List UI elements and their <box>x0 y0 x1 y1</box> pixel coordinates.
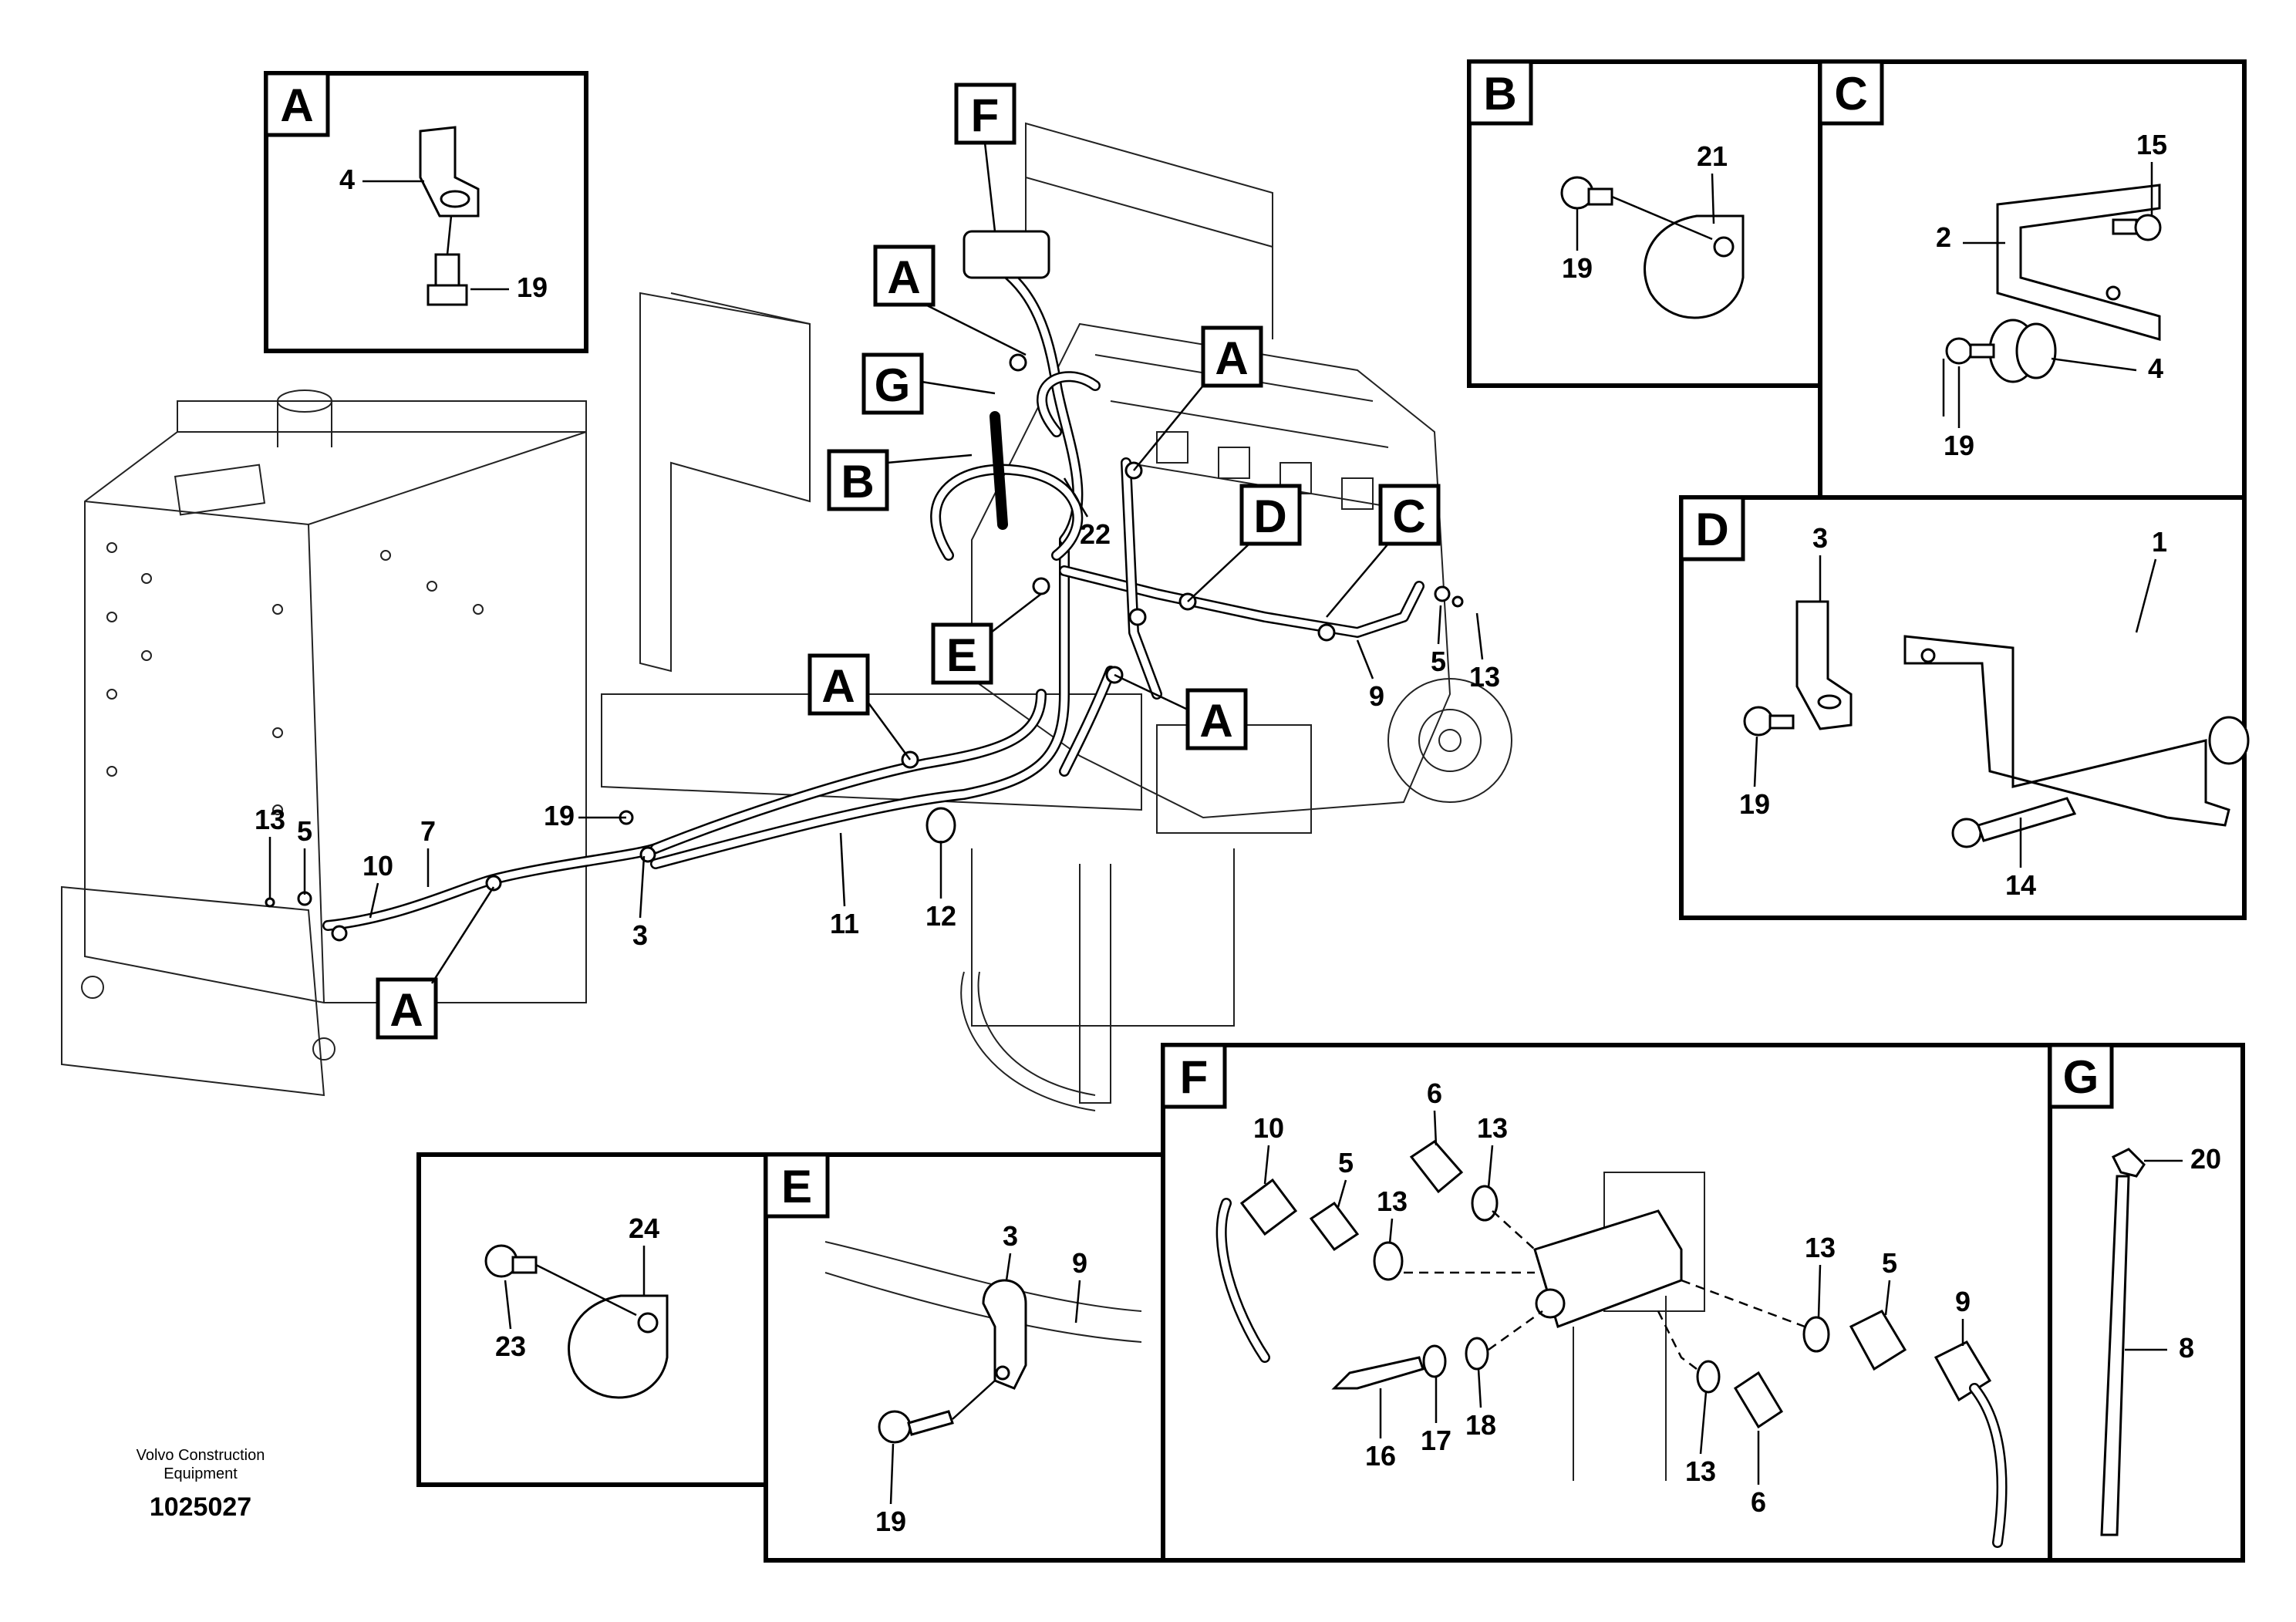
detail-panel-A: A 4 19 <box>264 71 588 353</box>
main-part-labels: 13 5 10 7 19 3 11 12 22 9 5 13 <box>255 477 1500 951</box>
detail-panel-clamp-24: 24 23 <box>416 1152 768 1487</box>
svg-text:G: G <box>875 359 911 411</box>
svg-text:13: 13 <box>1805 1232 1836 1263</box>
svg-text:19: 19 <box>517 271 548 303</box>
hydraulic-tank <box>61 389 587 1097</box>
svg-text:6: 6 <box>1751 1486 1766 1518</box>
svg-text:C: C <box>1834 68 1867 120</box>
svg-text:10: 10 <box>362 850 393 882</box>
svg-text:10: 10 <box>1253 1112 1284 1144</box>
detail-panel-B: B 21 19 <box>1467 59 1822 388</box>
detail-panel-G: G 20 8 <box>2048 1043 2245 1563</box>
callout-G-main: G <box>861 352 996 415</box>
svg-text:19: 19 <box>1944 430 1974 461</box>
callout-A-main-3: A <box>807 653 912 760</box>
svg-text:E: E <box>781 1161 812 1212</box>
svg-text:24: 24 <box>629 1212 659 1244</box>
callout-A-main-4: A <box>1114 673 1248 750</box>
svg-text:13: 13 <box>1377 1185 1408 1217</box>
svg-text:3: 3 <box>1003 1220 1018 1252</box>
svg-text:5: 5 <box>1338 1147 1354 1179</box>
svg-text:A: A <box>1199 695 1232 747</box>
svg-text:19: 19 <box>1739 788 1770 820</box>
detail-panel-D: D 3 1 19 14 <box>1679 495 2250 920</box>
callout-D-main: D <box>1187 484 1302 602</box>
svg-text:14: 14 <box>2005 869 2036 901</box>
svg-text:B: B <box>1483 68 1516 120</box>
svg-text:19: 19 <box>875 1506 906 1537</box>
svg-text:7: 7 <box>420 815 436 847</box>
svg-text:A: A <box>280 79 313 131</box>
svg-text:18: 18 <box>1465 1409 1496 1441</box>
svg-text:20: 20 <box>2190 1143 2221 1175</box>
brand-line-1: Volvo Construction <box>137 1447 265 1464</box>
svg-text:G: G <box>2063 1051 2099 1103</box>
svg-text:13: 13 <box>1469 661 1500 693</box>
engine <box>971 322 1512 834</box>
svg-text:15: 15 <box>2136 129 2167 160</box>
svg-text:6: 6 <box>1427 1077 1442 1109</box>
callout-B-main: B <box>827 449 973 511</box>
svg-text:9: 9 <box>1369 680 1384 712</box>
svg-text:13: 13 <box>255 804 285 835</box>
svg-text:A: A <box>389 984 423 1036</box>
svg-text:13: 13 <box>1477 1112 1508 1144</box>
detail-panel-E: E 3 9 19 <box>764 1152 1165 1563</box>
svg-text:D: D <box>1695 504 1728 555</box>
svg-text:F: F <box>971 89 1000 141</box>
machine-frame <box>601 122 1273 1111</box>
svg-text:22: 22 <box>1080 518 1111 550</box>
svg-text:23: 23 <box>495 1330 526 1362</box>
svg-text:17: 17 <box>1421 1425 1451 1456</box>
svg-text:12: 12 <box>925 900 956 932</box>
svg-text:16: 16 <box>1365 1440 1396 1472</box>
callout-A-main-2: A <box>1133 325 1263 471</box>
svg-text:A: A <box>821 660 855 712</box>
svg-text:13: 13 <box>1685 1455 1716 1487</box>
svg-text:4: 4 <box>339 164 355 195</box>
callout-A-main-5: A <box>376 886 495 1040</box>
svg-text:E: E <box>946 629 977 681</box>
svg-text:5: 5 <box>297 815 312 847</box>
main-assembly: A F G B A D C <box>61 83 1512 1111</box>
callout-A-main-1: A <box>873 244 1027 356</box>
svg-text:B: B <box>841 456 874 508</box>
callout-C-main: C <box>1326 484 1441 618</box>
svg-text:19: 19 <box>544 800 575 831</box>
brand-line-2: Equipment <box>164 1465 238 1482</box>
svg-text:8: 8 <box>2179 1332 2194 1364</box>
footer-block: Volvo Construction Equipment 1025027 <box>137 1447 265 1522</box>
svg-text:A: A <box>887 251 920 303</box>
callout-E-main: E <box>931 593 1042 685</box>
svg-text:5: 5 <box>1882 1247 1897 1279</box>
svg-text:A: A <box>1215 332 1248 384</box>
svg-text:1: 1 <box>2152 526 2167 558</box>
svg-text:3: 3 <box>1812 522 1828 554</box>
detail-panel-F: F 10 5 6 13 <box>1161 1043 2052 1563</box>
callout-F-main: F <box>954 83 1017 232</box>
svg-text:3: 3 <box>632 919 648 951</box>
svg-text:5: 5 <box>1431 646 1446 677</box>
svg-text:C: C <box>1392 491 1425 542</box>
svg-text:9: 9 <box>1955 1286 1971 1317</box>
svg-text:19: 19 <box>1562 252 1593 284</box>
svg-text:21: 21 <box>1697 140 1728 172</box>
svg-text:F: F <box>1180 1051 1209 1103</box>
svg-text:11: 11 <box>830 908 859 939</box>
svg-text:D: D <box>1253 491 1286 542</box>
svg-text:2: 2 <box>1936 221 1951 253</box>
svg-text:4: 4 <box>2148 352 2163 384</box>
svg-text:9: 9 <box>1072 1247 1087 1279</box>
detail-panel-C: C 15 2 4 19 <box>1818 59 2247 500</box>
drawing-number: 1025027 <box>150 1492 251 1522</box>
